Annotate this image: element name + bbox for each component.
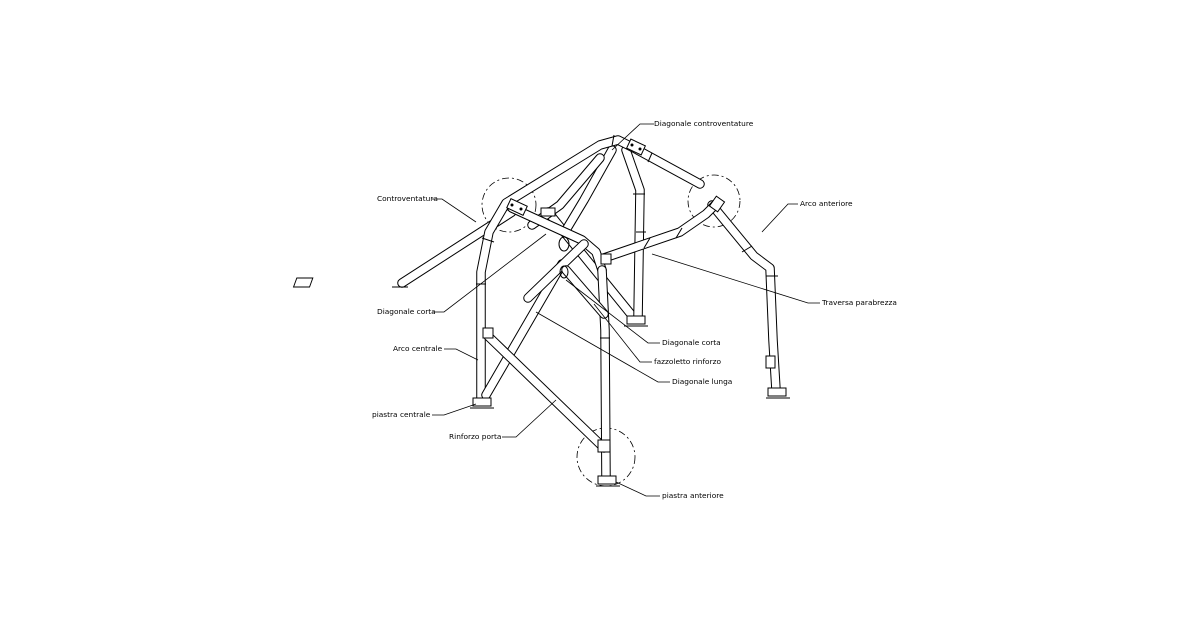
- label-piastra-anteriore: piastra anteriore: [662, 491, 724, 500]
- labels: Diagonale controventature Controventatur…: [372, 119, 897, 500]
- label-arco-anteriore: Arco anteriore: [800, 199, 853, 208]
- leader-arco-centrale: [444, 348, 479, 361]
- label-diagonale-corta-right: Diagonale corta: [662, 338, 721, 347]
- label-fazzoletto-rinforzo: fazzoletto rinforzo: [654, 357, 721, 366]
- leader-rinforzo-porta: [502, 399, 557, 438]
- label-arco-centrale: Arco centrale: [393, 344, 443, 353]
- leader-arco-anteriore: [761, 203, 798, 233]
- label-rinforzo-porta: Rinforzo porta: [449, 432, 501, 441]
- leader-diagonale-corta-left: [432, 233, 547, 313]
- leader-diagonale-lunga: [535, 311, 670, 383]
- label-piastra-centrale: piastra centrale: [372, 410, 431, 419]
- label-controventatura: Controventatura: [377, 194, 438, 203]
- plate-piastra-centrale: [472, 397, 492, 407]
- roll-cage-tubes: [397, 135, 781, 483]
- label-traversa-parabrezza: Traversa parabrezza: [821, 298, 897, 307]
- label-diagonale-lunga: Diagonale lunga: [672, 377, 732, 386]
- leader-diagonale-corta-right: [565, 279, 660, 344]
- leader-controventatura: [432, 198, 477, 223]
- leader-traversa-parabrezza: [651, 253, 820, 304]
- plate-controventatura: [292, 277, 314, 288]
- detail-circle-front-right: [687, 174, 741, 228]
- leader-fazzoletto-rinforzo: [593, 303, 652, 363]
- leader-diagonale-controventature: [611, 123, 654, 151]
- leader-piastra-anteriore: [615, 481, 660, 497]
- joint-details: [476, 134, 778, 453]
- base-plates: [292, 277, 790, 487]
- plate-rear-right: [626, 315, 646, 325]
- leader-piastra-centrale: [432, 403, 477, 416]
- detail-circle-rear-left: [481, 177, 537, 233]
- plate-piastra-anteriore: [597, 475, 617, 485]
- label-diagonale-corta-left: Diagonale corta: [377, 307, 436, 316]
- leader-lines: [432, 123, 820, 497]
- label-diagonale-controventature: Diagonale controventature: [654, 119, 754, 128]
- plate-arco-anteriore: [767, 387, 787, 397]
